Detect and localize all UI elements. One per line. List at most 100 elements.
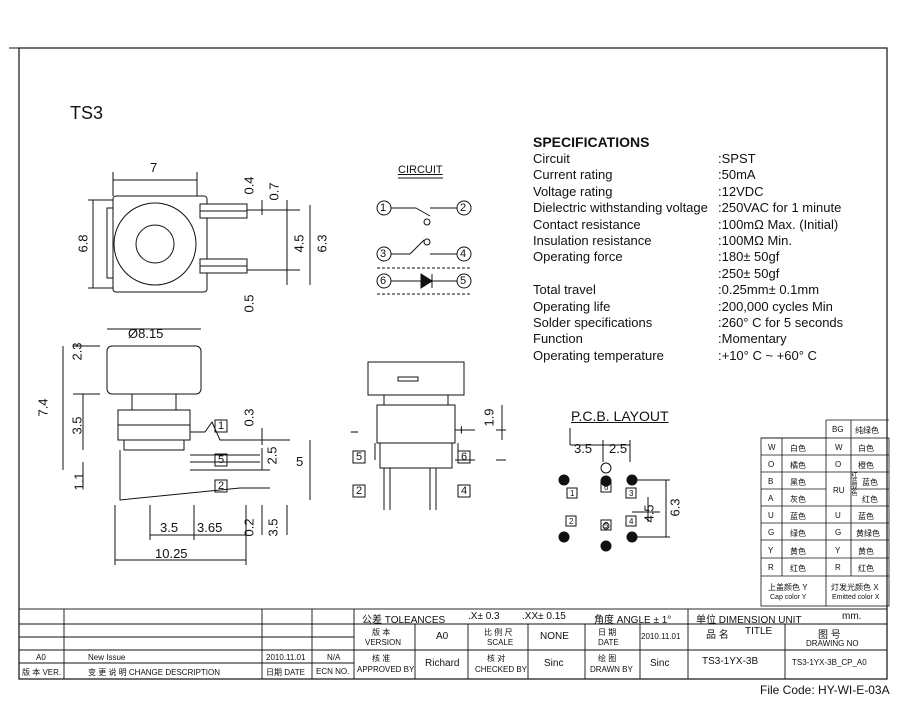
pcb-pin-label: 1 <box>570 489 575 498</box>
color-sub: 红蓝双色 <box>850 472 856 496</box>
approved-value: Richard <box>425 658 460 669</box>
color-code: U <box>768 511 774 520</box>
circuit-diagram <box>376 177 472 295</box>
dim-label: 4.5 <box>641 504 657 523</box>
front-pin-label: 2 <box>356 485 363 497</box>
dim-label: 0.5 <box>241 294 257 313</box>
revision-version: A0 <box>36 653 46 662</box>
checked-label: CHECKED BY <box>475 665 528 674</box>
color-code: W <box>768 443 776 452</box>
color-code: R <box>835 563 841 572</box>
spec-value: :SPST <box>718 151 756 166</box>
dim-label: 6.3 <box>667 498 683 517</box>
title-label: TITLE <box>745 626 773 637</box>
pcb-pin-label: 3 <box>629 489 634 498</box>
pcb-pin-label: 5 <box>604 521 609 530</box>
dim-label: 3.5 <box>160 520 179 535</box>
drawing-no-label-cn: 图 号 <box>818 630 841 641</box>
spec-value: :+10° C ~ +60° C <box>718 347 817 363</box>
dim-label: 5 <box>296 454 304 469</box>
circuit-pin-label: 2 <box>460 202 467 214</box>
dim-label: 2.5 <box>264 446 280 465</box>
color-name: 蓝色 <box>790 512 806 521</box>
title-block-grid <box>18 608 888 680</box>
date-label: DATE <box>598 638 619 647</box>
drawn-label-cn: 绘 图 <box>598 654 617 663</box>
color-code: U <box>835 511 841 520</box>
dim-label: 0.7 <box>266 182 282 201</box>
dim-label: 6.3 <box>314 234 330 253</box>
spec-value: :260° C for 5 seconds <box>718 315 844 331</box>
checked-value: Sinc <box>544 658 564 669</box>
spec-label: Voltage rating <box>533 183 613 199</box>
circuit-pin-label: 1 <box>380 202 387 214</box>
tolerance-xx: .XX± 0.15 <box>522 611 566 622</box>
part-title: TS3-1YX-3B <box>702 656 759 667</box>
front-pin-label: 4 <box>461 485 468 497</box>
pcb-layout <box>558 428 670 552</box>
color-code: O <box>768 460 775 469</box>
front-view <box>352 361 506 510</box>
scale-value: NONE <box>540 631 569 642</box>
circuit-pin-label: 3 <box>380 248 387 260</box>
color-name: 红色 <box>790 564 806 573</box>
spec-value: :180± 50gf <box>718 249 780 265</box>
color-name: 黄色 <box>858 547 874 556</box>
circuit-pin-label: 4 <box>460 248 467 260</box>
spec-value: :0.25mm± 0.1mm <box>718 282 820 298</box>
spec-value: :50mA <box>718 167 756 183</box>
checked-label-cn: 核 对 <box>487 654 506 663</box>
circuit-pin-label: 5 <box>460 275 467 287</box>
date-value: 2010.11.01 <box>641 632 681 641</box>
spec-value: :100MΩ Min. <box>718 233 793 249</box>
drawn-label: DRAWN BY <box>590 665 633 674</box>
spec-value: :250± 50gf <box>718 265 780 281</box>
minus-sign: − <box>350 424 359 441</box>
color-table-grid <box>760 419 890 607</box>
cap-color-label: 上盖颜色 Y <box>768 583 808 592</box>
emitted-color-label-en: Emitted color X <box>832 594 880 601</box>
spec-label: Insulation resistance <box>533 233 652 249</box>
spec-label: Contact resistance <box>533 216 641 232</box>
spec-value: :250VAC for 1 minute <box>718 200 842 216</box>
dim-label: 1.1 <box>71 472 87 491</box>
spec-label: Operating life <box>533 298 611 314</box>
dim-label: 0.2 <box>241 518 257 537</box>
pcb-pin-label: 2 <box>569 517 574 526</box>
color-code: G <box>835 528 842 537</box>
top-view <box>88 172 311 293</box>
revision-date: 2010.11.01 <box>266 653 306 662</box>
color-code: O <box>835 460 842 469</box>
color-name: 白色 <box>858 444 874 453</box>
dim-label: 7.4 <box>35 398 51 417</box>
spec-label: Dielectric withstanding voltage <box>533 200 708 216</box>
color-name: 白色 <box>790 444 806 453</box>
scale-label-cn: 比 例 尺 <box>484 628 513 637</box>
color-name: 红色 <box>862 495 878 504</box>
model-title: TS3 <box>70 103 104 123</box>
dim-label: 3.5 <box>574 441 593 456</box>
color-code: R <box>768 563 774 572</box>
spec-value: :100mΩ Max. (Initial) <box>718 216 839 232</box>
revision-col-desc: 变 更 说 明 CHANGE DESCRIPTION <box>88 668 221 677</box>
specifications-values: :SPST :50mA :12VDC :250VAC for 1 minute … <box>718 151 843 364</box>
revision-col-ecn: ECN NO. <box>316 667 350 676</box>
dim-label: 10.25 <box>155 546 188 561</box>
color-code: Y <box>835 546 841 555</box>
tolerance-x: .X± 0.3 <box>468 611 500 622</box>
scale-label: SCALE <box>487 638 514 647</box>
color-code: BG <box>832 425 844 434</box>
side-pin-label: 2 <box>218 480 225 492</box>
spec-label: Total travel <box>533 282 596 298</box>
color-code: W <box>835 443 843 452</box>
spec-label: Current rating <box>533 167 613 183</box>
drawn-value: Sinc <box>650 658 670 669</box>
color-name: 红色 <box>858 564 874 573</box>
version-label: VERSION <box>365 638 402 647</box>
color-name: 蓝色 <box>862 478 878 487</box>
pcb-pin-label: 4 <box>629 517 634 526</box>
dim-label: 3.65 <box>197 520 223 535</box>
revision-ecn: N/A <box>327 653 341 662</box>
unit-value: mm. <box>842 611 862 622</box>
